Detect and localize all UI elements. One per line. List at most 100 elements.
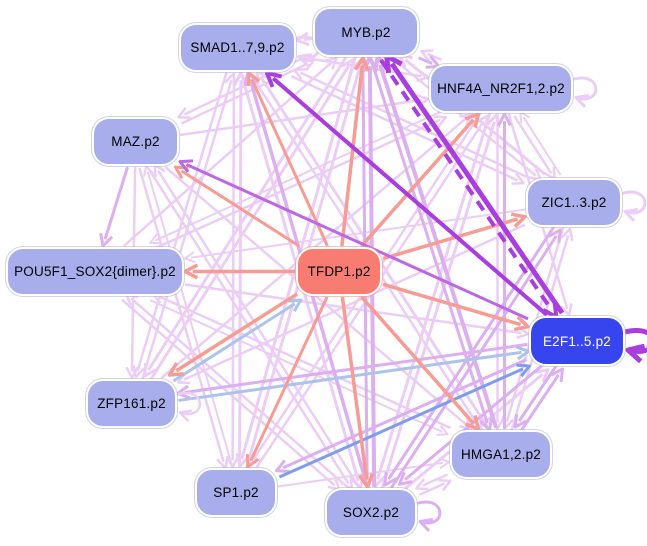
edge-zic-myb-arrowhead bbox=[398, 53, 413, 68]
edge-pou5f1-hnf4a bbox=[152, 118, 441, 251]
edge-sox2-e2f1-arrowhead bbox=[534, 368, 550, 383]
edge-tfdp1-smad-arrowhead bbox=[246, 71, 261, 87]
edge-tfdp1-zfp161 bbox=[175, 292, 298, 373]
node-zic[interactable]: ZIC1..3.p2 bbox=[528, 180, 620, 225]
edge-myb-hmga bbox=[369, 58, 489, 424]
edge-zic-hnf4a-arrowhead bbox=[519, 111, 531, 124]
edge-pou5f1-hnf4a-arrowhead bbox=[433, 115, 448, 128]
edge-maz-pou5f1-arrowhead bbox=[99, 232, 114, 248]
edge-pou5f1-e2f1 bbox=[184, 283, 522, 335]
edge-tfdp1-hnf4a-arrowhead bbox=[464, 112, 481, 129]
edge-hnf4a-e2f1-arrowhead bbox=[559, 302, 573, 317]
self-loop-hnf4a-arrowhead bbox=[574, 93, 590, 108]
edge-zfp161-e2f1 bbox=[178, 350, 522, 402]
edge-tfdp1-zic bbox=[382, 217, 519, 261]
node-label-sox2: SOX2.p2 bbox=[342, 505, 400, 520]
edge-tfdp1-pou5f1-arrowhead bbox=[183, 263, 199, 280]
node-smad[interactable]: SMAD1..7,9.p2 bbox=[181, 25, 294, 70]
node-label-hmga: HMGA1,2.p2 bbox=[460, 447, 542, 462]
self-loop-sox2 bbox=[416, 500, 442, 525]
edge-hmga-e2f1 bbox=[519, 374, 560, 432]
edge-zfp161-hnf4a bbox=[160, 117, 467, 379]
edge-hmga-myb bbox=[378, 64, 499, 429]
edge-maz-hmga bbox=[164, 166, 468, 426]
edge-pou5f1-hmga-arrowhead bbox=[436, 424, 449, 436]
edge-maz-pou5f1 bbox=[103, 166, 129, 240]
edge-zfp161-tfdp1-arrowhead bbox=[287, 298, 303, 312]
edge-sp1-e2f1 bbox=[278, 367, 524, 479]
edge-zic-zfp161 bbox=[183, 223, 526, 381]
edge-tfdp1-sox2 bbox=[340, 296, 369, 480]
edge-zic-smad-arrowhead bbox=[293, 67, 307, 81]
edge-zic-pou5f1 bbox=[190, 208, 526, 259]
edge-tfdp1-hmga-arrowhead bbox=[464, 414, 481, 431]
edge-sox2-zic-arrowhead bbox=[548, 228, 562, 244]
node-tfdp1[interactable]: TFDP1.p2 bbox=[298, 249, 380, 294]
edge-sox2-maz-arrowhead bbox=[153, 163, 166, 178]
self-loop-zfp161-arrowhead bbox=[178, 409, 193, 422]
edge-tfdp1-zfp161-arrowhead bbox=[167, 362, 184, 377]
edge-pou5f1-sox2-arrowhead bbox=[327, 478, 341, 491]
self-loop-sox2-arrowhead bbox=[418, 517, 434, 532]
edge-hnf4a-myb bbox=[426, 52, 442, 61]
self-loop-zfp161 bbox=[176, 391, 202, 416]
edge-maz-zfp161-arrowhead bbox=[125, 366, 139, 380]
edge-tfdp1-maz bbox=[180, 169, 300, 248]
edge-e2f1-zfp161 bbox=[184, 342, 528, 395]
edge-hmga-pou5f1 bbox=[158, 295, 451, 430]
node-label-hnf4a: HNF4A_NR2F1,2.p2 bbox=[437, 81, 565, 96]
edge-maz-sox2-arrowhead bbox=[340, 476, 354, 491]
edge-zic-hnf4a bbox=[522, 116, 562, 176]
edge-hnf4a-myb-arrowhead bbox=[420, 49, 434, 62]
edge-smad-zfp161-arrowhead bbox=[132, 364, 145, 379]
edge-e2f1-sp1-arrowhead bbox=[275, 459, 290, 473]
self-loop-zic bbox=[621, 190, 647, 215]
edge-myb-hmga-arrowhead bbox=[479, 416, 494, 432]
node-sp1[interactable]: SP1.p2 bbox=[197, 470, 275, 515]
edge-hnf4a-pou5f1-arrowhead bbox=[149, 233, 162, 245]
node-myb[interactable]: MYB.p2 bbox=[315, 9, 417, 55]
edge-myb-smad-arrowhead bbox=[295, 31, 310, 47]
edge-myb-hnf4a-arrowhead bbox=[425, 55, 441, 69]
edge-sp1-e2f1-arrowhead bbox=[516, 363, 531, 378]
edge-sp1-hmga bbox=[277, 461, 444, 488]
self-loop-smad-arrowhead bbox=[297, 52, 313, 67]
edge-myb-hnf4a bbox=[418, 56, 433, 65]
edge-zic-pou5f1-arrowhead bbox=[184, 251, 196, 264]
edge-tfdp1-e2f1-arrowhead bbox=[513, 315, 530, 332]
edge-e2f1-maz bbox=[185, 163, 529, 321]
edge-sox2-zic bbox=[389, 235, 558, 490]
edge-e2f1-sox2-arrowhead bbox=[397, 471, 413, 486]
edge-zfp161-e2f1-arrowhead bbox=[515, 345, 530, 361]
edge-e2f1-maz-arrowhead bbox=[178, 159, 194, 173]
node-label-sp1: SP1.p2 bbox=[213, 485, 259, 500]
edge-pou5f1-myb-arrowhead bbox=[324, 56, 338, 70]
edge-hnf4a-zic bbox=[513, 115, 553, 175]
edge-tfdp1-smad bbox=[250, 78, 329, 247]
edge-sp1-smad bbox=[238, 80, 243, 468]
edge-myb-e2f1-arrowhead bbox=[542, 301, 559, 319]
edge-hmga-e2f1-arrowhead bbox=[550, 367, 564, 383]
edge-maz-myb bbox=[180, 62, 309, 125]
node-label-myb: MYB.p2 bbox=[341, 24, 391, 40]
edge-myb-zfp161-arrowhead bbox=[143, 363, 157, 378]
node-label-tfdp1: TFDP1.p2 bbox=[307, 264, 371, 279]
edge-hmga-hnf4a-arrowhead bbox=[497, 112, 512, 127]
node-label-pou5f1: POU5F1_SOX2{dimer}.p2 bbox=[14, 264, 176, 279]
node-maz[interactable]: MAZ.p2 bbox=[94, 119, 177, 164]
edge-sox2-e2f1 bbox=[402, 373, 544, 491]
node-pou5f1[interactable]: POU5F1_SOX2{dimer}.p2 bbox=[8, 249, 182, 294]
edge-e2f1-hmga bbox=[517, 364, 558, 422]
edge-tfdp1-myb bbox=[340, 65, 364, 247]
node-hnf4a[interactable]: HNF4A_NR2F1,2.p2 bbox=[431, 66, 571, 111]
node-sox2[interactable]: SOX2.p2 bbox=[327, 490, 415, 535]
edge-sox2-pou5f1-arrowhead bbox=[125, 293, 139, 306]
node-zfp161[interactable]: ZFP161.p2 bbox=[88, 381, 175, 426]
node-e2f1[interactable]: E2F1..5.p2 bbox=[531, 318, 623, 364]
node-hmga[interactable]: HMGA1,2.p2 bbox=[452, 432, 550, 477]
edge-zfp161-myb bbox=[149, 65, 350, 381]
edge-e2f1-smad bbox=[271, 76, 549, 317]
node-label-zfp161: ZFP161.p2 bbox=[97, 396, 166, 411]
